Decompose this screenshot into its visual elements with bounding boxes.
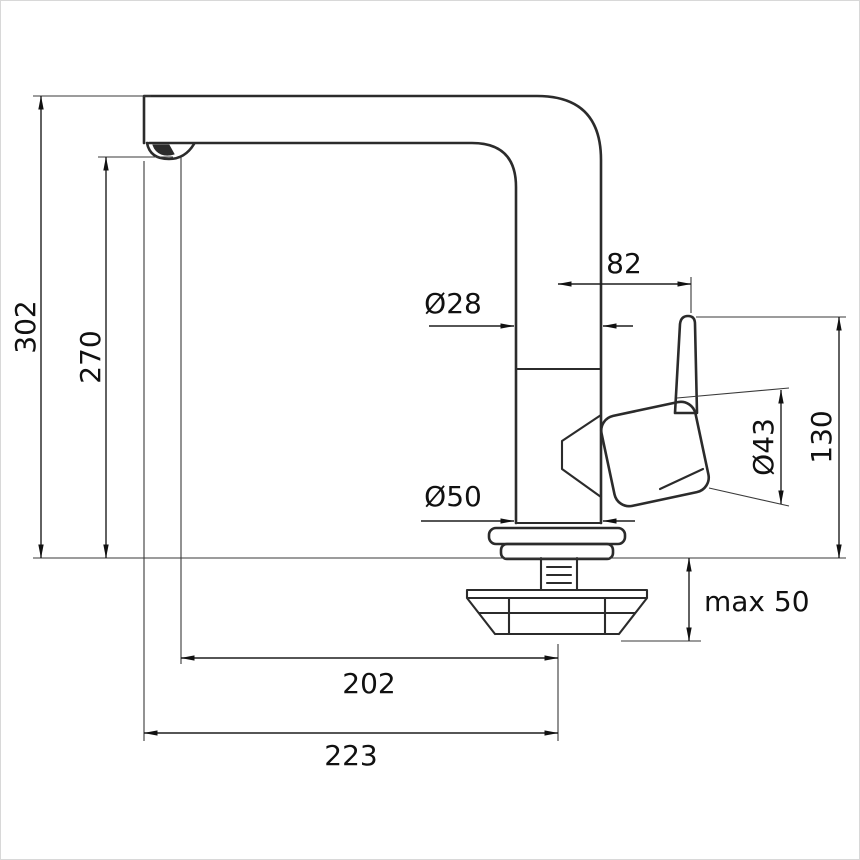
label-tube-diameter: Ø28: [424, 287, 482, 320]
extension-lines-handle-diameter: [676, 387, 790, 507]
base-flange-lower: [499, 542, 615, 561]
label-handle-offset: 82: [606, 247, 642, 280]
mounting-shank: [539, 556, 579, 592]
mounting-washer: [465, 588, 649, 636]
label-max-thickness: max 50: [704, 585, 810, 618]
label-spout-reach: 202: [342, 667, 395, 700]
label-overall-height: 302: [9, 300, 42, 353]
base-flange-upper: [487, 526, 627, 546]
spout-outer-profile: [142, 94, 603, 525]
extension-lines: [33, 95, 846, 741]
handle-lever: [673, 314, 699, 415]
spout-inner-profile: [147, 141, 518, 525]
handle-body: [599, 400, 711, 508]
label-handle-height: 130: [805, 410, 838, 463]
faucet-outline: [142, 94, 711, 636]
aerator-cap: [145, 141, 196, 161]
label-base-diameter: Ø50: [424, 480, 482, 513]
label-overall-reach: 223: [324, 739, 377, 772]
label-handle-diameter: Ø43: [747, 418, 780, 476]
handle-cap-seam: [658, 467, 705, 491]
dimension-lines: [38, 95, 842, 736]
aerator-tip: [152, 144, 175, 156]
cartridge-joint-line: [560, 413, 603, 499]
dimension-labels: 302 270 82 Ø28 Ø43 130 Ø50 max 50 202 22…: [9, 247, 838, 772]
label-spout-outlet-height: 270: [74, 330, 107, 383]
